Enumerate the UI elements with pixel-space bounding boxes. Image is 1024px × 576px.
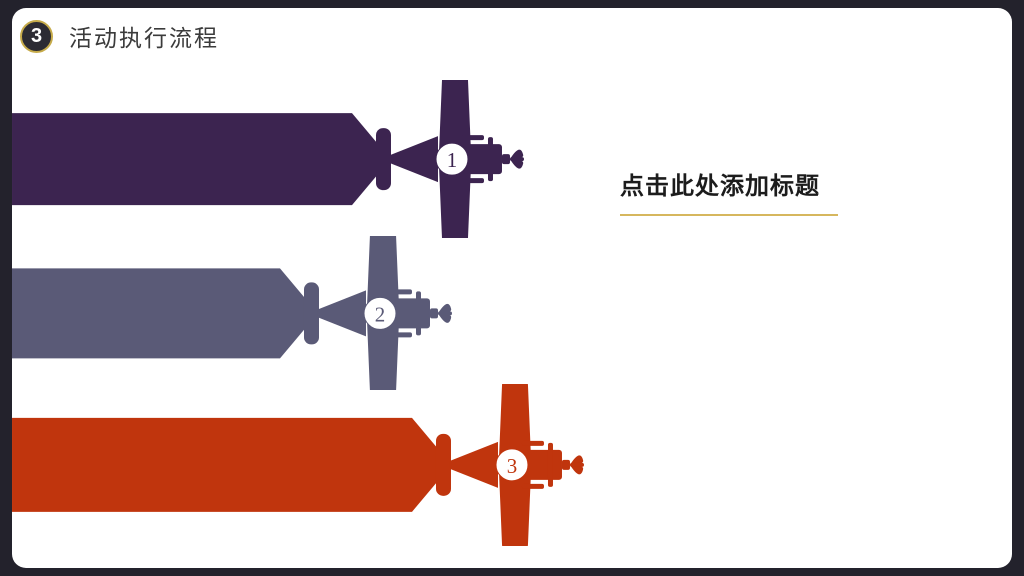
flow-step-number: 1 <box>447 148 458 172</box>
content-title-underline <box>620 214 838 216</box>
plane-strut-top <box>389 288 412 294</box>
content-block: 点击此处添加标题 <box>620 166 940 216</box>
content-title[interactable]: 点击此处添加标题 <box>620 172 820 200</box>
plane-strut-top <box>461 134 484 140</box>
plane-fuselage <box>465 143 502 174</box>
plane-tail-stabilizer <box>303 281 319 344</box>
flow-step-number-circle <box>435 142 469 176</box>
flow-step-number-circle <box>495 448 529 482</box>
plane-rear-fuselage <box>389 135 438 182</box>
plane-strut-bottom <box>461 177 484 183</box>
plane-wing-strut <box>415 290 421 335</box>
plane-rear-fuselage <box>317 289 366 336</box>
slide-header: 3 活动执行流程 <box>12 14 219 58</box>
plane-strut-bottom <box>521 483 544 489</box>
plane-spinner <box>561 459 570 470</box>
flow-step-1[interactable]: 1 <box>12 79 534 239</box>
plane-propeller-upper <box>569 455 584 465</box>
page-title: 活动执行流程 <box>69 26 219 52</box>
flow-step-number: 3 <box>507 454 517 478</box>
plane-propeller-lower <box>509 158 524 169</box>
plane-propeller-upper <box>437 303 452 313</box>
plane-propeller-hub <box>569 462 584 467</box>
step-number-badge-text: 3 <box>30 25 43 47</box>
plane-fuselage <box>525 449 562 480</box>
plane-rear-fuselage <box>449 441 498 488</box>
plane-strut-top <box>521 440 544 446</box>
plane-propeller-lower <box>437 312 452 323</box>
plane-propeller-hub <box>437 310 452 315</box>
plane-wing-strut <box>487 136 493 181</box>
plane-tail-stabilizer <box>375 127 391 190</box>
slide-canvas: 3 活动执行流程 点击此处添加标题 1 2 3 <box>12 8 1012 568</box>
flow-step-3[interactable]: 3 <box>12 384 594 546</box>
plane-spinner <box>429 307 438 318</box>
flow-banner <box>12 112 391 205</box>
plane-propeller-lower <box>569 464 584 475</box>
step-number-badge: 3 <box>20 19 53 53</box>
plane-propeller-hub <box>509 156 524 161</box>
plane-strut-bottom <box>389 331 412 337</box>
flow-step-number-circle <box>363 296 397 330</box>
plane-propeller-upper <box>509 149 524 159</box>
flow-banner <box>12 267 318 358</box>
flow-banner <box>12 417 452 512</box>
plane-fuselage <box>393 297 430 328</box>
flow-step-number: 2 <box>375 302 386 326</box>
plane-spinner <box>501 153 510 164</box>
flow-step-2[interactable]: 2 <box>12 235 462 391</box>
plane-wing-strut <box>547 442 553 487</box>
plane-tail-stabilizer <box>435 433 451 496</box>
